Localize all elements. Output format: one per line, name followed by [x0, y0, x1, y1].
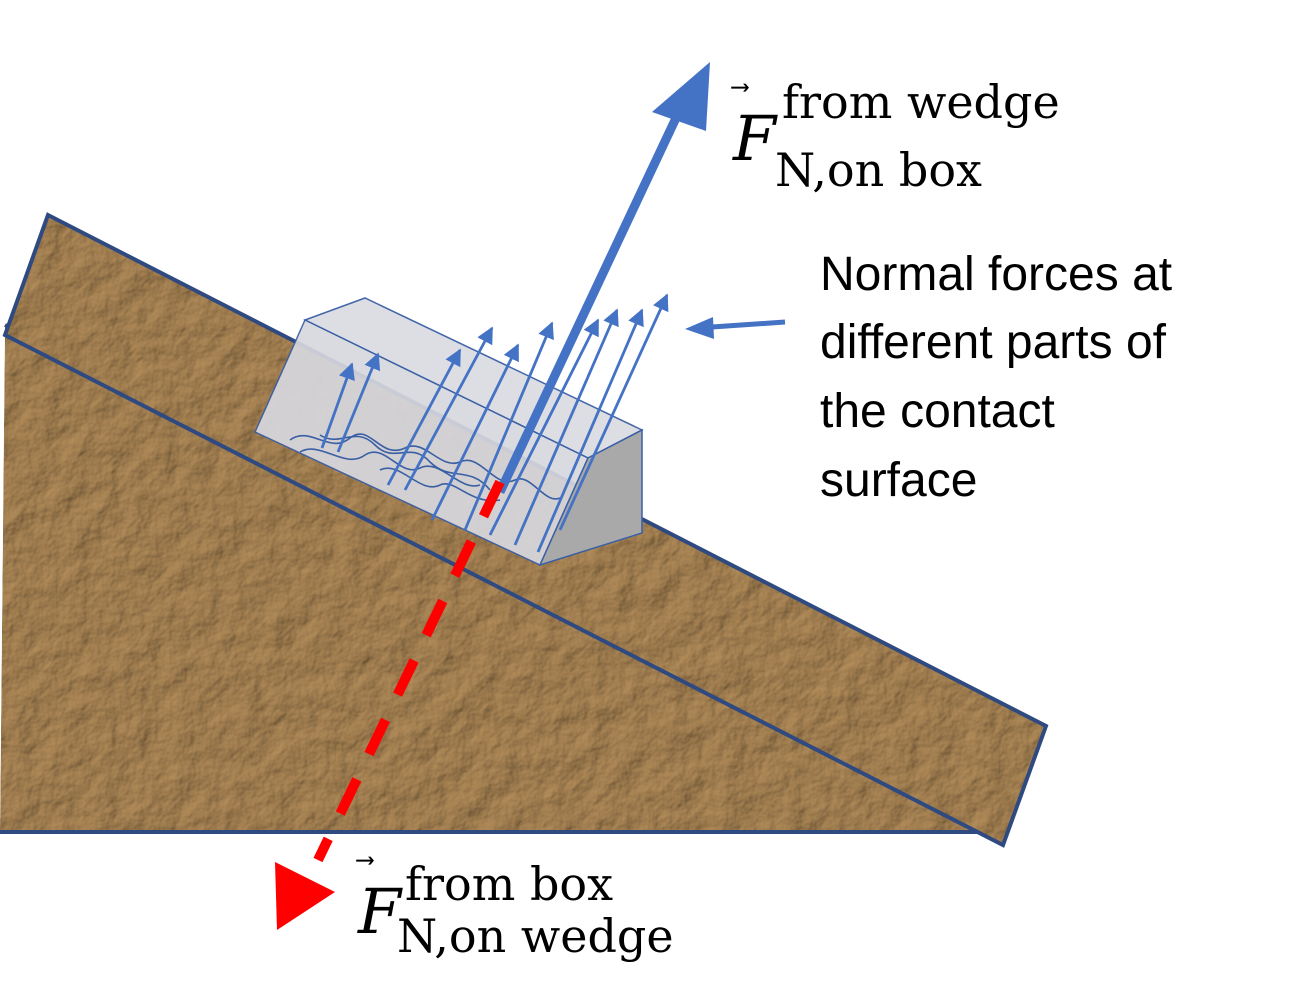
label-box-subscript: N,on box	[775, 143, 982, 197]
normal-force-on-box-head	[652, 62, 710, 131]
label-wedge-arrow: ⃗	[356, 856, 374, 865]
label-wedge-subscript: N,on wedge	[397, 909, 674, 963]
label-box-arrow: ⃗	[731, 83, 749, 92]
small-normal-arrow	[430, 343, 520, 521]
normal-force-on-wedge-shaft	[313, 479, 505, 863]
label-wedge-superscript: from box	[405, 857, 613, 911]
small-normal-arrow	[558, 293, 669, 531]
annotation-text: Normal forces at different parts of the …	[820, 248, 1172, 507]
small-normal-arrow	[513, 308, 619, 546]
annotation-pointer-head	[685, 317, 714, 339]
annotation-line: the contact	[820, 385, 1055, 438]
normal-force-on-wedge-arrow	[275, 479, 505, 930]
label-normal-force-on-box: F ⃗ from wedge N,on box	[731, 75, 1060, 197]
box-side-face	[538, 428, 643, 567]
contact-normal-arrows	[320, 293, 669, 553]
annotation-line: Normal forces at	[820, 248, 1172, 301]
small-normal-arrow	[403, 326, 494, 491]
normal-force-on-wedge-head	[275, 862, 335, 930]
small-normal-arrow	[536, 308, 644, 553]
normal-force-on-box-shaft	[495, 116, 681, 494]
label-normal-force-on-wedge: F ⃗ from box N,on wedge	[356, 856, 674, 963]
label-box-symbol: F	[732, 102, 778, 175]
contact-scribble	[289, 433, 561, 502]
annotation-pointer	[685, 317, 786, 339]
small-normal-arrow	[386, 348, 462, 486]
incline-slab-outline	[2, 212, 1049, 848]
small-normal-arrow	[463, 321, 554, 531]
small-normal-arrow	[320, 362, 355, 449]
small-normal-arrow	[488, 318, 600, 536]
label-box-superscript: from wedge	[782, 75, 1060, 129]
annotation-line: surface	[820, 454, 977, 507]
label-wedge-symbol: F	[357, 875, 403, 948]
small-normal-arrow	[336, 352, 381, 453]
normal-force-on-box-arrow	[495, 62, 710, 494]
annotation-line: different parts of	[820, 316, 1167, 369]
